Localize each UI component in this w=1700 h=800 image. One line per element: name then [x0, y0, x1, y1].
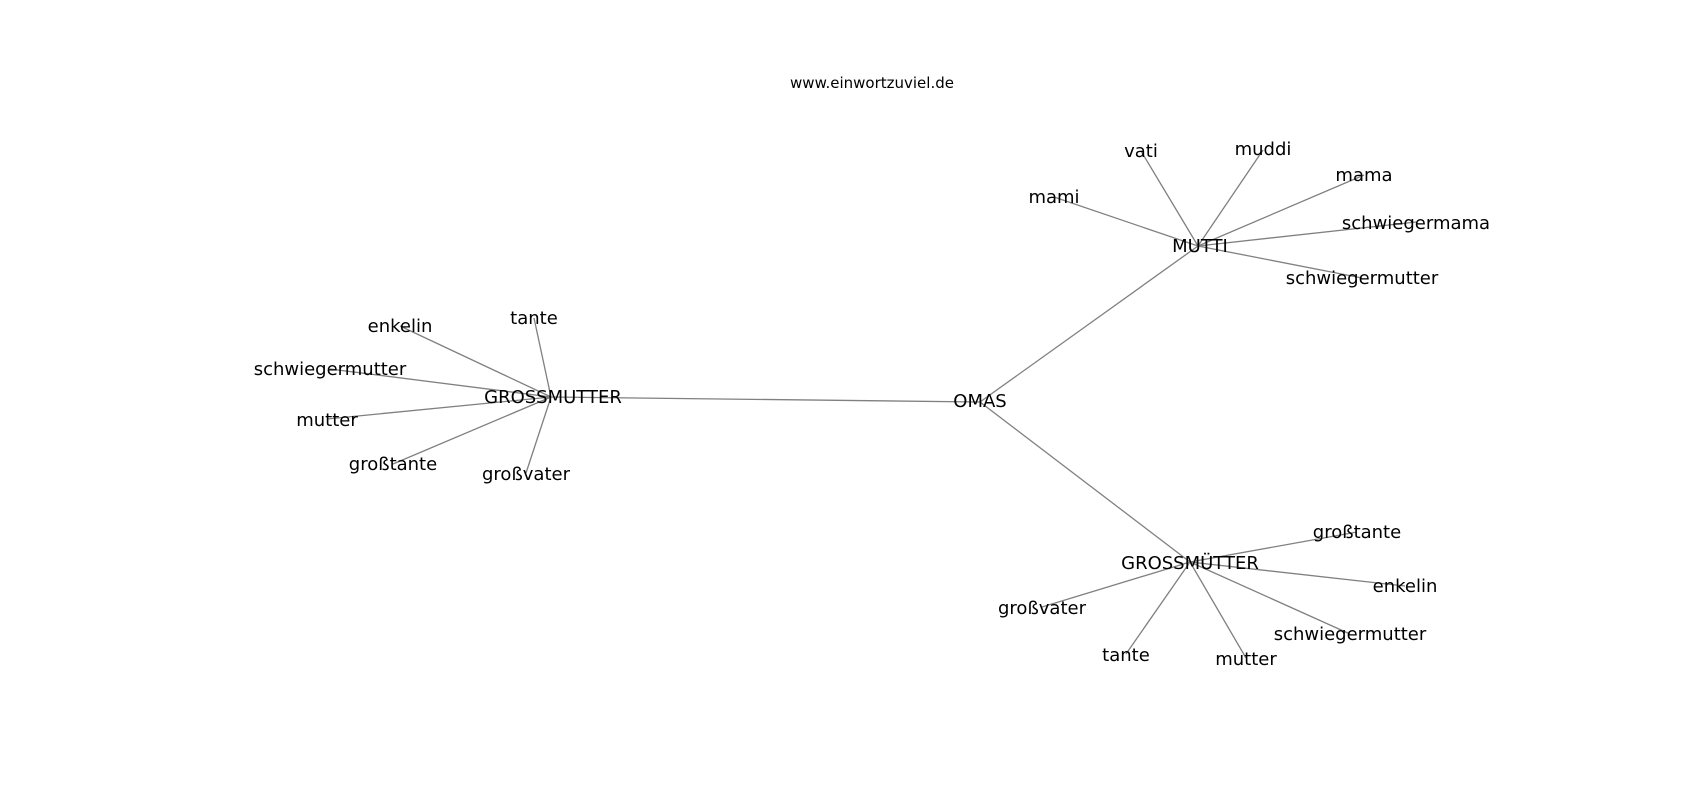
node-enkelin-2: enkelin [1373, 576, 1438, 597]
node-schwiegermutter-mutti: schwiegermutter [1286, 268, 1439, 289]
node-grosstante-2: großtante [1313, 522, 1401, 543]
edge-grossmutter-grossvater [525, 396, 552, 474]
node-mutter-2: mutter [1215, 649, 1277, 670]
edge-mutti-mami [1053, 196, 1199, 247]
edge-grossmutter-mutter [326, 396, 552, 420]
node-schwiegermutter: schwiegermutter [254, 359, 407, 380]
edge-mutti-schwiegermutter [1197, 245, 1363, 279]
watermark: www.einwortzuviel.de [790, 74, 954, 92]
node-grosstante: großtante [349, 454, 437, 475]
node-vati: vati [1124, 141, 1158, 162]
edge-grossmuetter-schwiegermutter [1189, 561, 1351, 635]
node-tante: tante [510, 308, 558, 329]
node-tante-2: tante [1102, 645, 1150, 666]
edge-mutti-schwiegermama [1197, 221, 1417, 247]
node-schwiegermutter-2: schwiegermutter [1274, 624, 1427, 645]
node-mami: mami [1028, 187, 1079, 208]
edge-omas-grossmutter [550, 396, 981, 403]
edge-grossmuetter-tante [1125, 561, 1191, 655]
node-mutti: MUTTI [1172, 236, 1228, 257]
edge-grossmutter-grosstante [392, 396, 552, 465]
edge-grossmutter-schwiegermutter [329, 368, 552, 398]
node-mama: mama [1335, 165, 1392, 186]
edge-omas-grossmuetter [979, 401, 1191, 563]
edge-grossmuetter-grossvater [1041, 561, 1191, 608]
node-grossvater-2: großvater [998, 598, 1087, 619]
edge-grossmutter-tante [533, 317, 552, 398]
edge-grossmuetter-mutter [1189, 561, 1247, 659]
node-grossmutter: GROSSMUTTER [484, 387, 622, 408]
edge-omas-mutti [979, 245, 1199, 403]
edge-grossmuetter-enkelin [1189, 561, 1406, 587]
node-muddi: muddi [1235, 139, 1292, 160]
edge-mutti-mama [1197, 174, 1365, 247]
edge-mutti-muddi [1197, 149, 1264, 247]
node-grossmuetter: GROSSMÜTTER [1121, 552, 1259, 574]
edge-grossmutter-enkelin [399, 325, 552, 398]
node-omas: OMAS [953, 391, 1006, 412]
edge-grossmuetter-grosstante [1189, 531, 1358, 563]
node-schwiegermama: schwiegermama [1342, 213, 1490, 234]
node-enkelin: enkelin [368, 316, 433, 337]
node-grossvater: großvater [482, 464, 571, 485]
node-mutter: mutter [296, 410, 358, 431]
edge-mutti-vati [1140, 150, 1199, 247]
